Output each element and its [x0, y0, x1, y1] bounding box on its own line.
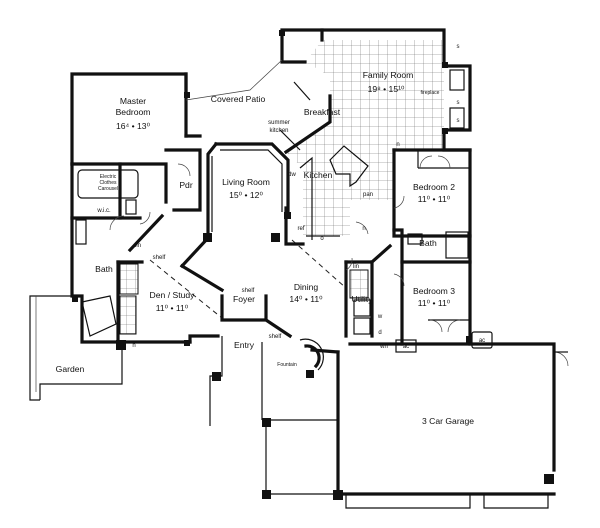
shelf-s-label-3: s: [457, 118, 460, 124]
details: [29, 59, 569, 509]
bath-left-label: Bath: [95, 264, 113, 274]
master-bedroom-dims: 16⁴ • 13⁰: [116, 121, 151, 131]
entry-label: Entry: [234, 340, 255, 350]
covered-patio-label: Covered Patio: [211, 94, 266, 104]
breakfast-label: Breakfast: [304, 107, 341, 117]
fixture-labels: shelf shelf shelf lin lin pan ref dw o w…: [132, 44, 485, 350]
washer-label: w: [377, 314, 383, 320]
interior-walls: [70, 28, 472, 346]
dining-label: Dining: [294, 282, 319, 292]
linen-label-a: lin: [135, 243, 141, 249]
niche-label-3: n: [362, 226, 365, 232]
utility-label: Utility: [351, 294, 373, 304]
niche-label-1: n: [132, 343, 135, 349]
fountain-label: Fountain: [277, 362, 297, 368]
foyer-label: Foyer: [233, 294, 255, 304]
shelf-s-label-2: s: [457, 100, 460, 106]
family-room-label: Family Room: [363, 70, 414, 80]
bedroom-2-label: Bedroom 2: [413, 182, 455, 192]
garden-label: Garden: [56, 364, 85, 374]
family-room-dims: 19⁸ • 15¹⁰: [368, 84, 405, 94]
den-study-label: Den / Study: [150, 290, 196, 300]
linen-label-b: lin: [353, 264, 359, 270]
master-bedroom-label-2: Bedroom: [116, 107, 151, 117]
bedroom-3-label: Bedroom 3: [413, 286, 455, 296]
dining-dims: 14⁰ • 11⁰: [289, 294, 323, 304]
den-study-dims: 11⁰ • 11⁰: [156, 303, 189, 313]
oven-label: o: [320, 236, 324, 242]
wic-label: w.i.c.: [96, 208, 111, 214]
pantry-label: pan: [363, 192, 373, 198]
water-heater-label: wh: [379, 344, 388, 350]
living-room-label: Living Room: [222, 177, 270, 187]
closet-unit-label-1: Electric: [100, 174, 117, 180]
living-room-dims: 15⁰ • 12⁰: [229, 190, 263, 200]
summer-kitchen-label-1: summer: [268, 120, 290, 126]
shelf-label-b: shelf: [242, 288, 255, 294]
master-bedroom-label-1: Master: [120, 96, 146, 106]
shelf-label-c: shelf: [269, 334, 282, 340]
room-labels: Master Bedroom 16⁴ • 13⁰ Covered Patio F…: [56, 70, 475, 426]
garage-label: 3 Car Garage: [422, 416, 474, 426]
bedroom-2-dims: 11⁰ • 11⁰: [418, 194, 451, 204]
niche-label-2: n: [396, 142, 399, 148]
kitchen-label: Kitchen: [304, 170, 333, 180]
ac-label-a: ac: [479, 338, 485, 344]
columns: [72, 30, 554, 500]
closet-unit-label-3: Carousel: [98, 186, 118, 192]
ac-label-b: ac: [403, 344, 409, 350]
fireplace-label: fireplace: [421, 90, 440, 96]
shelf-label-a: shelf: [153, 255, 166, 261]
summer-kitchen-label-2: kitchen: [269, 128, 288, 134]
refrigerator-label: ref: [297, 226, 304, 232]
powder-room-label: Pdr: [179, 180, 193, 190]
dishwasher-label: dw: [288, 172, 296, 178]
bedroom-3-dims: 11⁰ • 11⁰: [418, 298, 451, 308]
tile-floor-family-kitchen: [286, 40, 444, 236]
shelf-s-label-1: s: [457, 44, 460, 50]
closet-unit-label-2: Clothes: [100, 180, 117, 186]
dryer-label: d: [378, 330, 381, 336]
bath-right-label: Bath: [419, 238, 437, 248]
